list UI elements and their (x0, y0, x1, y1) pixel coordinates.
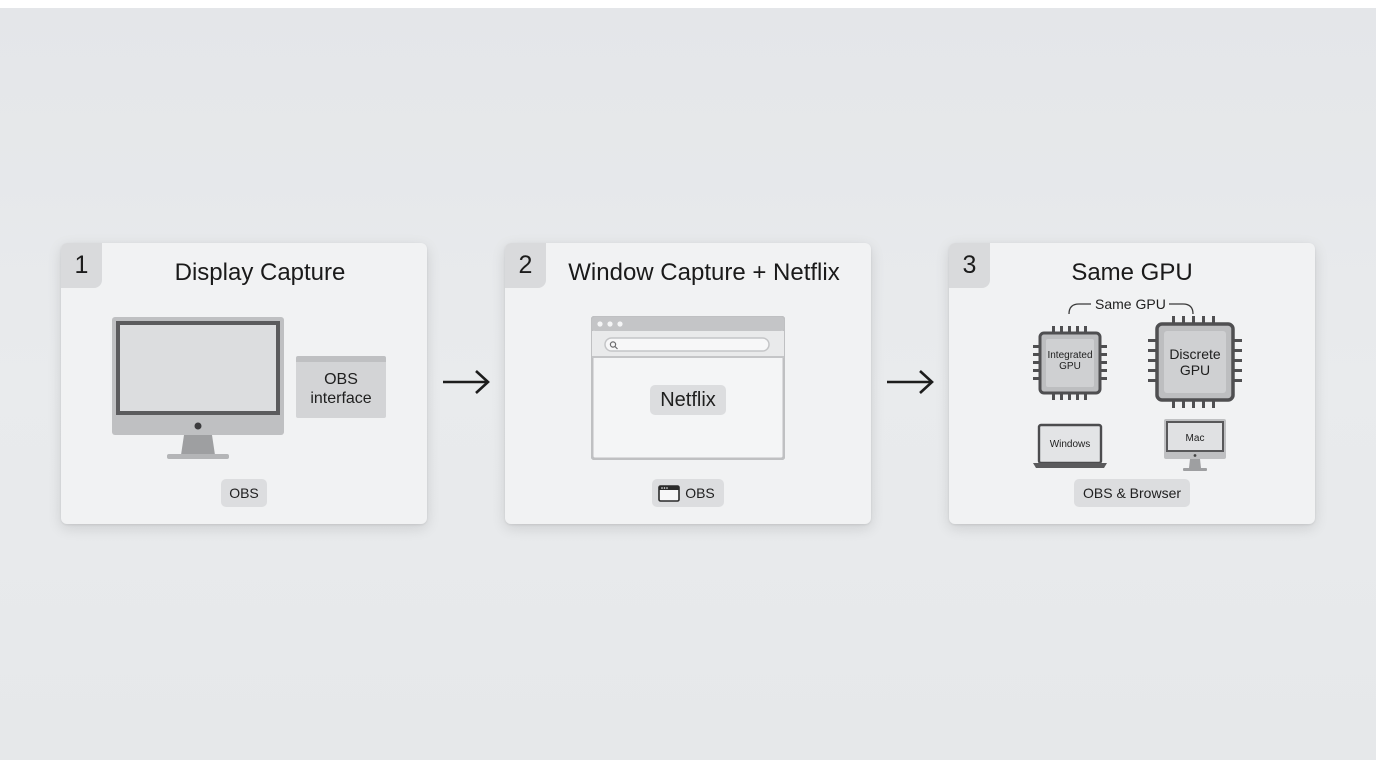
bracket-line (1068, 303, 1194, 315)
integrated-gpu-label: Integrated GPU (1047, 350, 1093, 372)
same-gpu-label: Same GPU (1095, 296, 1166, 312)
laptop-icon (1033, 423, 1107, 468)
step-number-badge: 2 (505, 243, 546, 288)
step-number-badge: 3 (949, 243, 990, 288)
step-title: Display Capture (174, 259, 346, 286)
step-title: Window Capture + Netflix (568, 259, 840, 286)
step-card-window-capture: 2 Window Capture + Netflix Netflix OBS (505, 243, 871, 524)
windows-label: Windows (1049, 439, 1091, 450)
app-pill-label: OBS (685, 485, 715, 501)
step-card-display-capture: 1 Display Capture OBS interface OBS (61, 243, 427, 524)
top-band (0, 0, 1376, 8)
netflix-label: Netflix (650, 385, 726, 415)
window-icon (658, 485, 680, 502)
obs-interface-label: OBS interface (310, 371, 372, 407)
app-pill: OBS (652, 479, 724, 507)
mac-label: Mac (1185, 433, 1205, 444)
search-icon (609, 341, 618, 350)
app-pill: OBS (221, 479, 267, 507)
app-pill: OBS & Browser (1074, 479, 1190, 507)
step-card-same-gpu: 3 Same GPU Same GPU Integrated GPU Discr… (949, 243, 1315, 524)
bottom-band (0, 760, 1376, 768)
chip-icon (1148, 316, 1242, 408)
arrow-right-icon (887, 370, 934, 394)
desktop-icon (1164, 419, 1226, 471)
arrow-right-icon (443, 370, 490, 394)
step-number-badge: 1 (61, 243, 102, 288)
step-title: Same GPU (1071, 259, 1193, 286)
discrete-gpu-label: Discrete GPU (1169, 346, 1221, 378)
monitor-icon (112, 317, 284, 459)
chip-icon (1033, 326, 1107, 400)
obs-interface-panel: OBS interface (296, 356, 386, 418)
